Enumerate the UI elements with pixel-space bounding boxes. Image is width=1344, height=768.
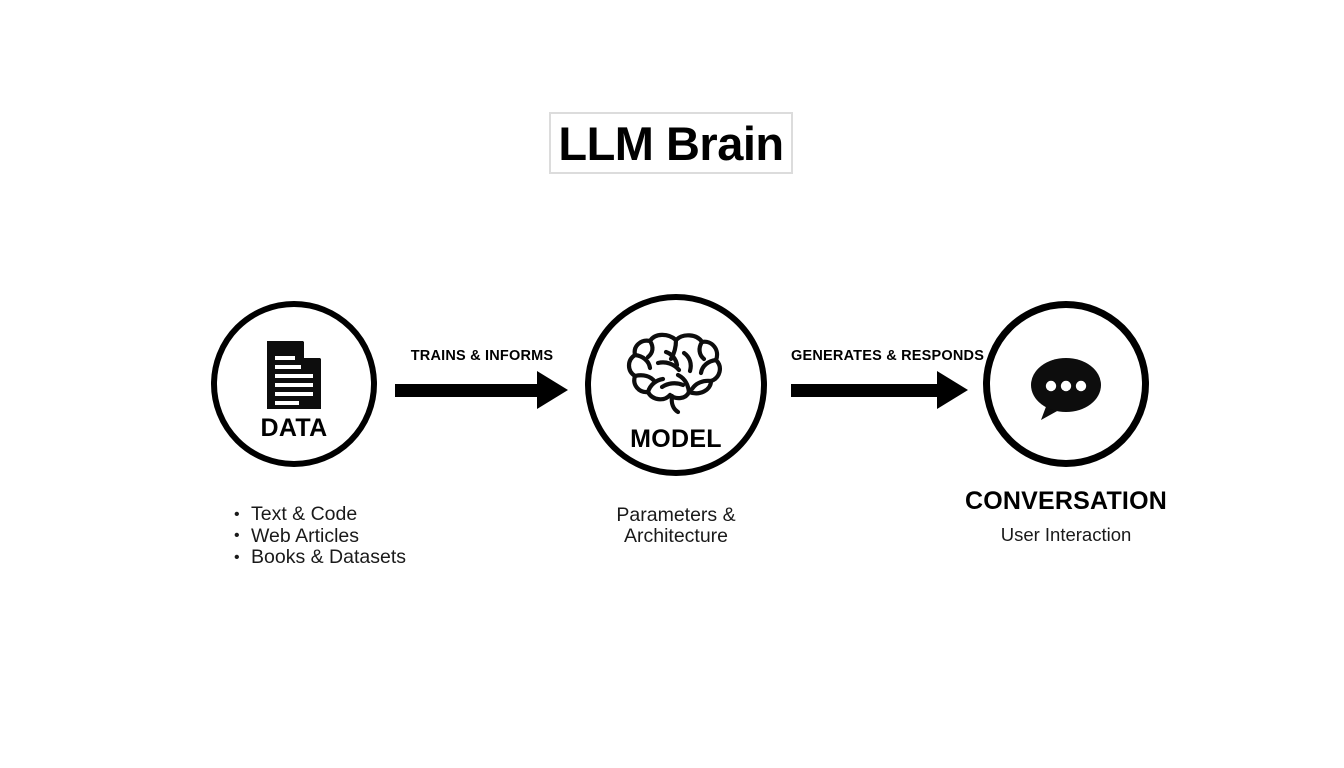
model-caption-line-2: Architecture (623, 525, 729, 547)
page-title: LLM Brain (558, 116, 784, 170)
arrow-model-to-conversation: GENERATES & RESPONDS (791, 348, 984, 410)
conversation-subtitle: User Interaction (1000, 524, 1132, 545)
arrow-data-to-model: TRAINS & INFORMS (395, 348, 569, 410)
data-source-list: Text & Code Web Articles Books & Dataset… (234, 504, 406, 569)
list-item: Web Articles (234, 525, 406, 547)
conversation-title: CONVERSATION (965, 487, 1167, 515)
list-item: Books & Datasets (234, 547, 406, 568)
stage-label-data: DATA (260, 414, 328, 442)
arrow-shaft (395, 383, 538, 397)
arrow-label-generates: GENERATES & RESPONDS (791, 348, 985, 364)
arrow-head (537, 371, 568, 409)
arrow-label-trains: TRAINS & INFORMS (410, 348, 554, 364)
stage-circle-model: MODEL (585, 294, 767, 476)
speech-bubble-icon (990, 352, 1142, 424)
model-caption-line-1: Parameters & (616, 504, 736, 526)
stage-circle-conversation (983, 301, 1149, 467)
arrow-head (937, 371, 968, 409)
stage-circle-data: DATA (211, 301, 377, 467)
model-caption: Parameters & Architecture (585, 505, 767, 547)
stage-label-model: MODEL (630, 425, 722, 453)
page-title-box: LLM Brain (549, 112, 793, 174)
list-item: Text & Code (234, 504, 406, 525)
arrow-shaft (791, 383, 938, 397)
brain-icon (591, 330, 761, 416)
document-icon (217, 339, 371, 413)
